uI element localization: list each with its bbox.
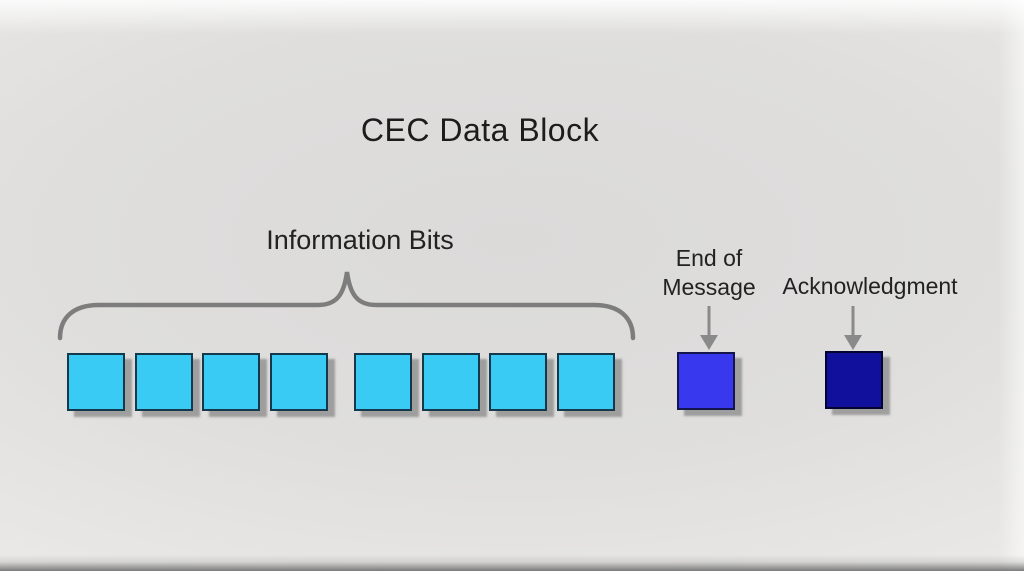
acknowledgment-arrow-icon xyxy=(844,306,862,350)
end-of-message-label: End of Message xyxy=(662,245,756,300)
info-bit-square xyxy=(489,353,547,411)
info-bit-square xyxy=(67,353,125,411)
acknowledgment-square xyxy=(825,351,883,409)
information-bits-row xyxy=(67,353,615,411)
info-bit-square xyxy=(556,353,615,411)
info-bit-square xyxy=(202,353,260,411)
info-bit-square xyxy=(269,353,328,411)
info-bit-square xyxy=(134,353,193,411)
end-of-message-arrow-icon xyxy=(700,306,718,350)
information-bits-label: Information Bits xyxy=(266,225,454,255)
end-of-message-square xyxy=(677,352,735,410)
info-bit-square xyxy=(421,353,480,411)
curly-brace xyxy=(57,271,636,341)
acknowledgment-label: Acknowledgment xyxy=(782,273,958,299)
diagram-title: CEC Data Block xyxy=(360,112,600,148)
info-bit-square xyxy=(354,353,412,411)
